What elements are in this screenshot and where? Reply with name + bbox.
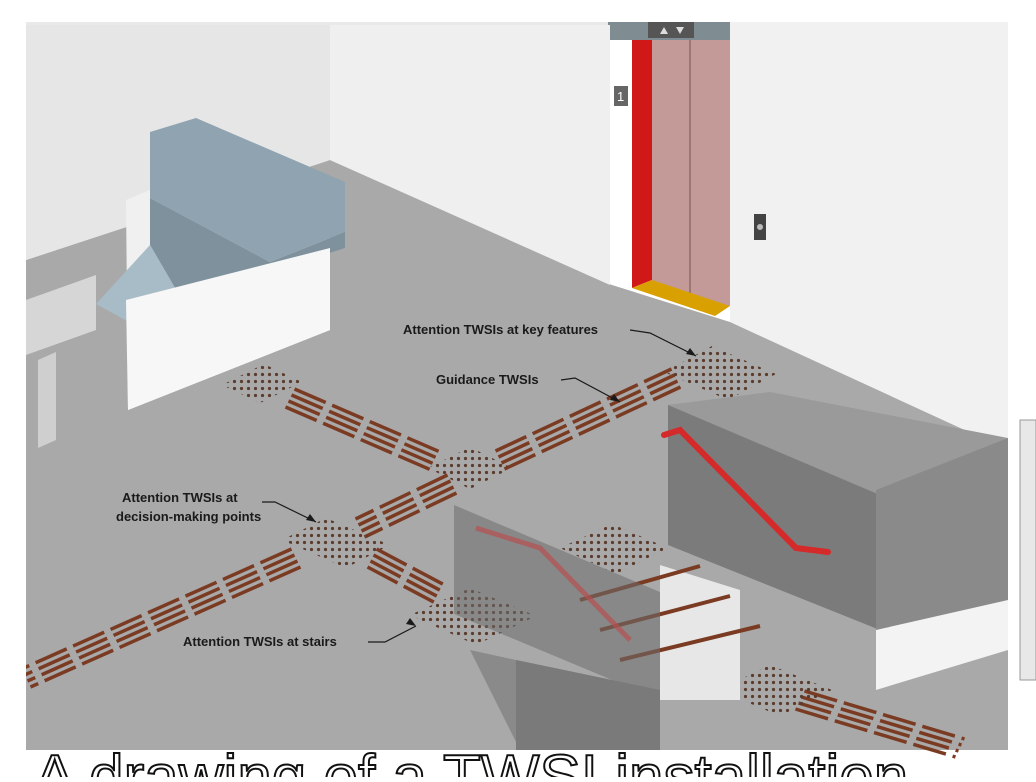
platform-base [876, 600, 1008, 690]
call-button-icon [757, 224, 763, 230]
guidance-junction-to-elevator-bar-3 [500, 379, 679, 465]
guidance-junction-to-decision-bar-4 [363, 491, 458, 539]
label-decision-line1: Attention TWSIs at [122, 490, 238, 505]
up-arrow-icon [660, 27, 668, 34]
counter-top-edge [150, 198, 345, 300]
counter-side-shelf [26, 275, 96, 355]
counter-front [126, 248, 330, 410]
attention-pad-key-features [664, 346, 776, 400]
attention-pad-junction [428, 447, 512, 489]
guidance-junction-to-elevator-bar-2 [497, 373, 676, 459]
guidance-decision-to-stairs-bar-2 [369, 559, 440, 599]
callout-leaders [262, 329, 697, 643]
handrail-right [661, 426, 831, 555]
leader-decision [262, 501, 317, 523]
guidance-decision-to-stairs-bar-1 [366, 565, 437, 605]
leader-key-features [629, 329, 697, 357]
floor-sign [614, 86, 628, 106]
caption-text: A drawing of a TWSI installation [34, 738, 1034, 777]
guidance-junction-to-elevator-bar-4 [503, 385, 682, 471]
arrowhead-guidance [610, 394, 620, 402]
guidance-twsi-lines [20, 367, 966, 759]
attention-pad-counter [222, 364, 302, 403]
guidance-junction-to-decision-bar-1 [354, 473, 449, 521]
label-stairs: Attention TWSIs at stairs [183, 634, 337, 649]
guidance-counter-to-junction-bar-2 [287, 399, 438, 467]
attention-pad-stairs-top [560, 524, 668, 574]
guidance-lower-right-bar-1 [794, 707, 957, 759]
left-margin [0, 0, 26, 750]
guidance-junction-to-elevator-bar-1 [494, 367, 673, 453]
guidance-decision-to-left-bar-3 [26, 559, 299, 683]
arrowhead-key-features [686, 348, 696, 356]
guidance-decision-to-stairs-bar-4 [375, 547, 446, 587]
raised-platform-top [668, 392, 1008, 495]
handrail-left [475, 525, 632, 642]
label-decision-line2: decision-making points [116, 509, 261, 524]
rear-wall-panel [330, 25, 610, 285]
arrowhead-stairs [406, 618, 416, 626]
back-wall-right [730, 22, 1008, 450]
guidance-junction-to-decision-bar-2 [357, 479, 452, 527]
leader-guidance [560, 377, 621, 403]
guidance-counter-to-junction-bar-4 [293, 387, 444, 455]
guidance-decision-to-stairs-bar-3 [372, 553, 443, 593]
label-guidance: Guidance TWSIs [436, 372, 539, 387]
floor-sign-number: 1 [617, 89, 624, 104]
guidance-counter-to-junction-bar-1 [284, 405, 435, 473]
guidance-lower-right-bar-4 [803, 689, 966, 741]
elevator-door [652, 40, 730, 306]
glass-guard-panel [454, 505, 660, 700]
leader-stairs [368, 625, 417, 643]
stairs [454, 392, 1008, 750]
guidance-decision-to-left-bar-4 [29, 565, 302, 689]
reception-counter [26, 118, 345, 448]
elevator-sill [632, 280, 730, 316]
counter-leg [38, 352, 56, 448]
guidance-decision-to-left-bar-1 [20, 547, 293, 671]
elevator-frame [632, 40, 652, 288]
attention-pad-decision [282, 518, 390, 568]
floor-indicator [648, 22, 694, 38]
attention-pad-lower [718, 665, 832, 716]
guidance-lower-right-bar-3 [800, 695, 963, 747]
guidance-junction-to-decision-bar-3 [360, 485, 455, 533]
stair-well-front [516, 660, 660, 750]
leader-arrowheads [306, 348, 696, 626]
label-key-features: Attention TWSIs at key features [403, 322, 598, 337]
down-arrow-icon [676, 27, 684, 34]
counter-top [150, 118, 345, 262]
guidance-lower-right-bar-2 [797, 701, 960, 753]
elevator: 1 [614, 22, 766, 316]
guidance-decision-to-left-bar-2 [23, 553, 296, 677]
guidance-counter-to-junction-bar-3 [290, 393, 441, 461]
side-strip [1019, 419, 1036, 681]
arrowhead-decision [306, 514, 316, 522]
